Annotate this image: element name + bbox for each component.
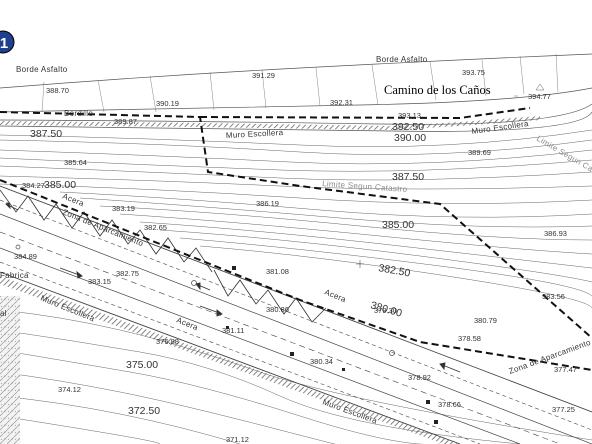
spot-height-label: 384.89 xyxy=(14,252,37,261)
spot-height-label: 394.77 xyxy=(528,92,551,101)
contour-label: 385.00 xyxy=(382,219,414,231)
label-borde-asfalto-left: Borde Asfalto xyxy=(16,65,68,74)
road-lower-lane xyxy=(0,247,521,444)
label-zona-aparcamiento-lower: Zona de Aparcamiento xyxy=(508,338,592,376)
contour-label: 385.00 xyxy=(44,179,76,191)
sheet-badge: 1 xyxy=(0,30,15,54)
spot-height-label: 382.75 xyxy=(116,269,139,278)
road-acera-edge xyxy=(0,213,592,444)
label-bordillo: Bordillo xyxy=(64,109,93,118)
spot-height-label: 380.34 xyxy=(310,357,333,366)
spot-height-label: 384.27 xyxy=(22,181,45,190)
spot-height-label: 378.58 xyxy=(458,334,481,343)
contour-label: 372.50 xyxy=(128,405,160,417)
spot-height-label: 388.70 xyxy=(46,86,69,95)
map-title: Camino de los Caños xyxy=(384,83,491,97)
contour-label: 375.00 xyxy=(126,359,158,371)
spot-height-label: 381.11 xyxy=(222,326,244,335)
boundary-line xyxy=(0,107,592,371)
spot-height-label: 386.93 xyxy=(544,229,567,238)
rock-area xyxy=(0,296,20,444)
spot-height-label: 378.66 xyxy=(438,400,461,409)
contour-label: 387.50 xyxy=(392,171,424,183)
spot-height-label: 380.79 xyxy=(474,316,497,325)
spot-height-label: 389.87 xyxy=(114,117,137,126)
spot-height-label: 376.88 xyxy=(156,337,179,346)
contour-lines xyxy=(0,129,592,444)
tree-icon xyxy=(514,83,545,97)
spot-height-label: 386.19 xyxy=(256,199,279,208)
label-limite-right: Limite Segun Catastro xyxy=(535,134,592,185)
spot-height-label: 392.31 xyxy=(330,98,353,107)
spot-height-label: 377.47 xyxy=(554,365,577,374)
spot-height-label: 383.19 xyxy=(112,204,135,213)
road-lane-dashed-1 xyxy=(0,199,592,431)
survey-cross-icon xyxy=(356,260,364,268)
contour-label: 382.50 xyxy=(377,262,411,279)
muro-escollera-upper xyxy=(0,116,540,130)
spot-height-label: 380.86 xyxy=(266,305,289,314)
label-al: al xyxy=(0,309,7,318)
circle-markers xyxy=(15,244,395,356)
spot-height-label: 374.12 xyxy=(58,385,81,394)
label-borde-asfalto-right: Borde Asfalto xyxy=(376,55,428,64)
spot-height-label: 385.64 xyxy=(64,158,87,167)
spot-height-label: 389.69 xyxy=(468,148,491,157)
spot-height-label: 377.25 xyxy=(552,405,575,414)
road-lane-dashed-2 xyxy=(0,261,481,444)
contour-label: 387.50 xyxy=(30,128,62,140)
borde-asfalto-line xyxy=(0,53,592,89)
sheet-number: 1 xyxy=(0,35,8,52)
label-fabrica: Fabrica xyxy=(0,271,29,280)
label-acera-lower: Acera xyxy=(323,288,347,305)
spot-height-label: 390.19 xyxy=(156,99,179,108)
label-zona-aparcamiento-upper: Zona de Aparcamiento xyxy=(61,208,145,249)
markers xyxy=(226,266,438,424)
spot-height-label: 381.08 xyxy=(266,267,289,276)
label-muro-escollera-upper: Muro Escollera xyxy=(226,128,284,140)
spot-height-label: 383.15 xyxy=(88,277,111,286)
contour-label: 392.50 xyxy=(392,121,424,133)
road-bottom-edge xyxy=(0,271,461,444)
road-edge-line xyxy=(0,87,592,113)
spot-heights: 388.70 390.19 391.29 392.31 393.13 393.7… xyxy=(14,68,577,444)
spot-height-label: 393.75 xyxy=(462,68,485,77)
spot-height-label: 393.13 xyxy=(398,111,421,120)
bordillo-line xyxy=(0,103,592,125)
spot-height-label: 378.92 xyxy=(408,373,431,382)
upper-road xyxy=(0,53,592,132)
wall-line xyxy=(0,111,592,132)
traffic-arrows xyxy=(5,202,461,373)
spot-height-label: 391.29 xyxy=(252,71,275,80)
spot-height-label: 382.65 xyxy=(144,223,167,232)
spot-height-label: 371.12 xyxy=(226,435,249,444)
main-road xyxy=(0,185,592,444)
muro-escollera-lower xyxy=(0,276,460,444)
spot-height-label: 383.56 xyxy=(542,292,565,301)
spot-height-label: 379.30 xyxy=(374,306,397,315)
contour-label: 390.00 xyxy=(394,132,426,144)
